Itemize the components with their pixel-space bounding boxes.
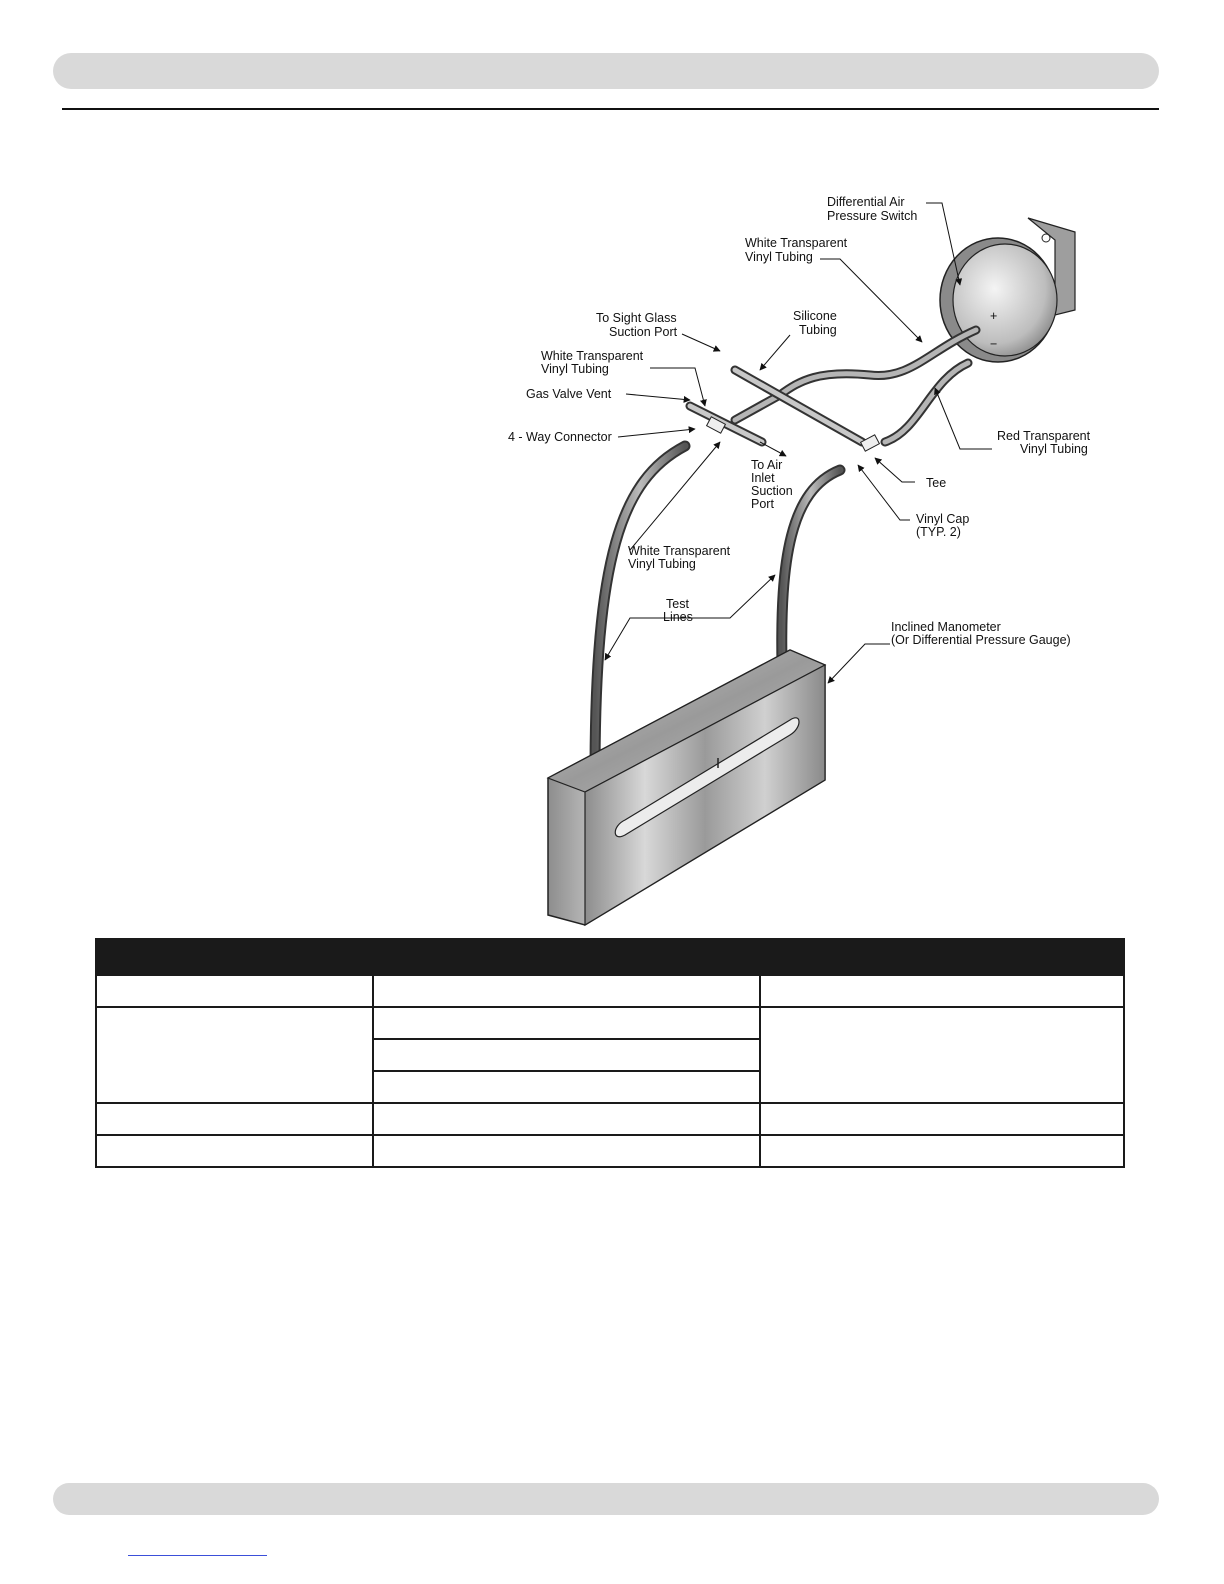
header-bar <box>53 53 1159 89</box>
label-silicone: Silicone <box>793 309 837 323</box>
label-differential-air: Differential Air <box>827 195 905 209</box>
label-tubing: Tubing <box>799 323 837 337</box>
header-cell <box>95 938 374 976</box>
footer-bar <box>53 1483 1159 1515</box>
label-white-transparent-1: White Transparent <box>745 236 848 250</box>
label-vinyl-tubing-red: Vinyl Tubing <box>1020 442 1088 456</box>
table-cell <box>759 1006 1125 1104</box>
inclined-manometer <box>546 649 827 927</box>
table-row <box>96 1038 1124 1072</box>
label-or-gauge: (Or Differential Pressure Gauge) <box>891 633 1071 647</box>
label-four-way-connector: 4 - Way Connector <box>508 430 612 444</box>
label-to-sight-glass: To Sight Glass <box>596 311 677 325</box>
table-cell <box>759 974 1125 1008</box>
table-cell <box>759 1134 1125 1168</box>
table-cell <box>95 1102 374 1136</box>
table-row <box>95 974 1125 1008</box>
header-cell <box>759 938 1125 976</box>
label-vinyl-tubing-3: Vinyl Tubing <box>628 557 696 571</box>
table-cell <box>372 1038 761 1072</box>
table-cell <box>95 1134 374 1168</box>
label-vinyl-tubing-2: Vinyl Tubing <box>541 362 609 376</box>
spec-table <box>95 938 1125 1168</box>
minus-mark: − <box>990 337 997 351</box>
label-lines: Lines <box>663 610 693 624</box>
label-white-transparent-3: White Transparent <box>628 544 731 558</box>
table-cell <box>95 1006 374 1104</box>
label-tee: Tee <box>926 476 946 490</box>
label-red-transparent: Red Transparent <box>997 429 1091 443</box>
four-way-connector <box>705 416 727 434</box>
label-to-air: To Air <box>751 458 782 472</box>
table-cell <box>95 974 374 1008</box>
label-typ2: (TYP. 2) <box>916 525 961 539</box>
footer-link-underline[interactable] <box>128 1555 267 1556</box>
table-row <box>95 1134 1125 1168</box>
label-port: Port <box>751 497 774 511</box>
label-vinyl-cap: Vinyl Cap <box>916 512 969 526</box>
table-cell <box>372 1070 761 1104</box>
table-cell <box>372 974 761 1008</box>
label-vinyl-tubing-1: Vinyl Tubing <box>745 250 813 264</box>
manometer-hookup-diagram: + − <box>490 180 1110 940</box>
table-cell <box>372 1134 761 1168</box>
tee-connector <box>859 434 881 452</box>
leader-lines <box>604 202 992 684</box>
callout-labels: Differential Air Pressure Switch White T… <box>508 195 1091 647</box>
table-row <box>95 1102 1125 1136</box>
header-rule <box>62 108 1159 110</box>
label-suction: Suction <box>751 484 793 498</box>
label-inlet: Inlet <box>751 471 775 485</box>
label-gas-valve-vent: Gas Valve Vent <box>526 387 612 401</box>
table-row <box>95 1006 1125 1104</box>
label-white-transparent-2: White Transparent <box>541 349 644 363</box>
header-cell <box>372 938 761 976</box>
table-header-row <box>95 938 1125 976</box>
table-cell <box>759 1102 1125 1136</box>
table-cell <box>372 1102 761 1136</box>
label-suction-port: Suction Port <box>609 325 678 339</box>
table-row <box>96 1070 1124 1104</box>
label-test: Test <box>666 597 689 611</box>
label-inclined-manometer: Inclined Manometer <box>891 620 1001 634</box>
table-cell <box>372 1006 761 1040</box>
plus-mark: + <box>990 309 997 323</box>
tubing <box>589 325 981 781</box>
label-pressure-switch: Pressure Switch <box>827 209 917 223</box>
